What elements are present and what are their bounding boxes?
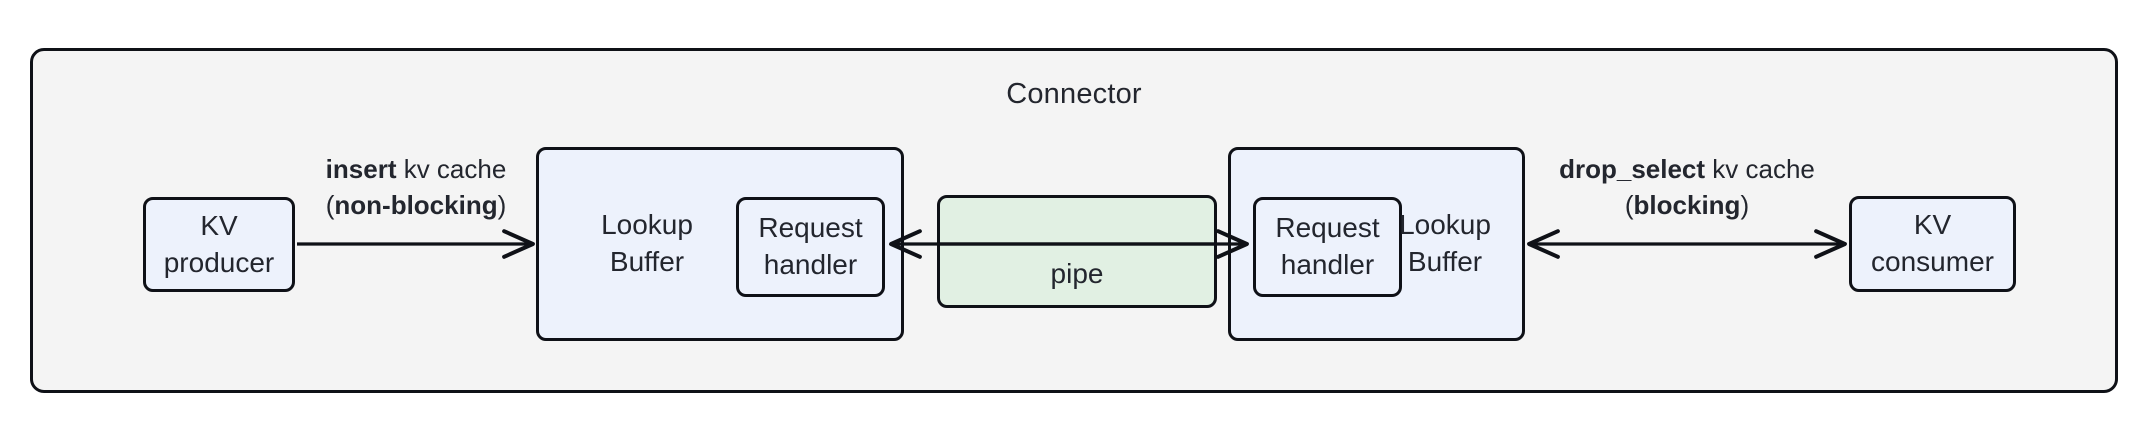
- edge-label-insert-mode: non-blocking: [334, 189, 498, 220]
- lookup-buffer-right-label: Lookup Buffer: [1399, 209, 1491, 277]
- node-lookup-buffer-left: Lookup Buffer Request handler: [536, 147, 904, 341]
- edge-label-drop-select-line2: (blocking): [1520, 188, 1854, 224]
- node-request-handler-right: Request handler: [1253, 197, 1402, 297]
- edge-label-insert-line2: (non-blocking): [286, 188, 546, 224]
- node-pipe: pipe: [937, 195, 1217, 308]
- node-kv-producer: KV producer: [143, 197, 295, 292]
- edge-label-drop-select-op: drop_select: [1559, 154, 1706, 184]
- edge-label-drop-select-mode: blocking: [1633, 189, 1741, 220]
- node-request-handler-left: Request handler: [736, 197, 885, 297]
- edge-label-drop-select-line1: drop_select kv cache: [1520, 152, 1854, 188]
- edge-label-drop-select-object: kv cache: [1705, 154, 1815, 184]
- lookup-buffer-left-label: Lookup Buffer: [601, 209, 693, 277]
- edge-label-drop-select-paren-close: ): [1740, 189, 1750, 220]
- node-kv-consumer: KV consumer: [1849, 196, 2016, 292]
- edge-label-insert-paren-open: (: [325, 189, 335, 220]
- edge-label-insert: insert kv cache (non-blocking): [286, 152, 546, 224]
- connector-title: Connector: [1006, 78, 1142, 110]
- edge-label-insert-object: kv cache: [396, 154, 507, 184]
- edge-label-insert-paren-close: ): [497, 189, 507, 220]
- edge-label-insert-op: insert: [325, 154, 397, 184]
- edge-label-insert-line1: insert kv cache: [286, 152, 546, 188]
- edge-label-drop-select-paren-open: (: [1624, 189, 1634, 220]
- node-lookup-buffer-right: Request handler Lookup Buffer: [1228, 147, 1525, 341]
- edge-label-drop-select: drop_select kv cache (blocking): [1520, 152, 1854, 224]
